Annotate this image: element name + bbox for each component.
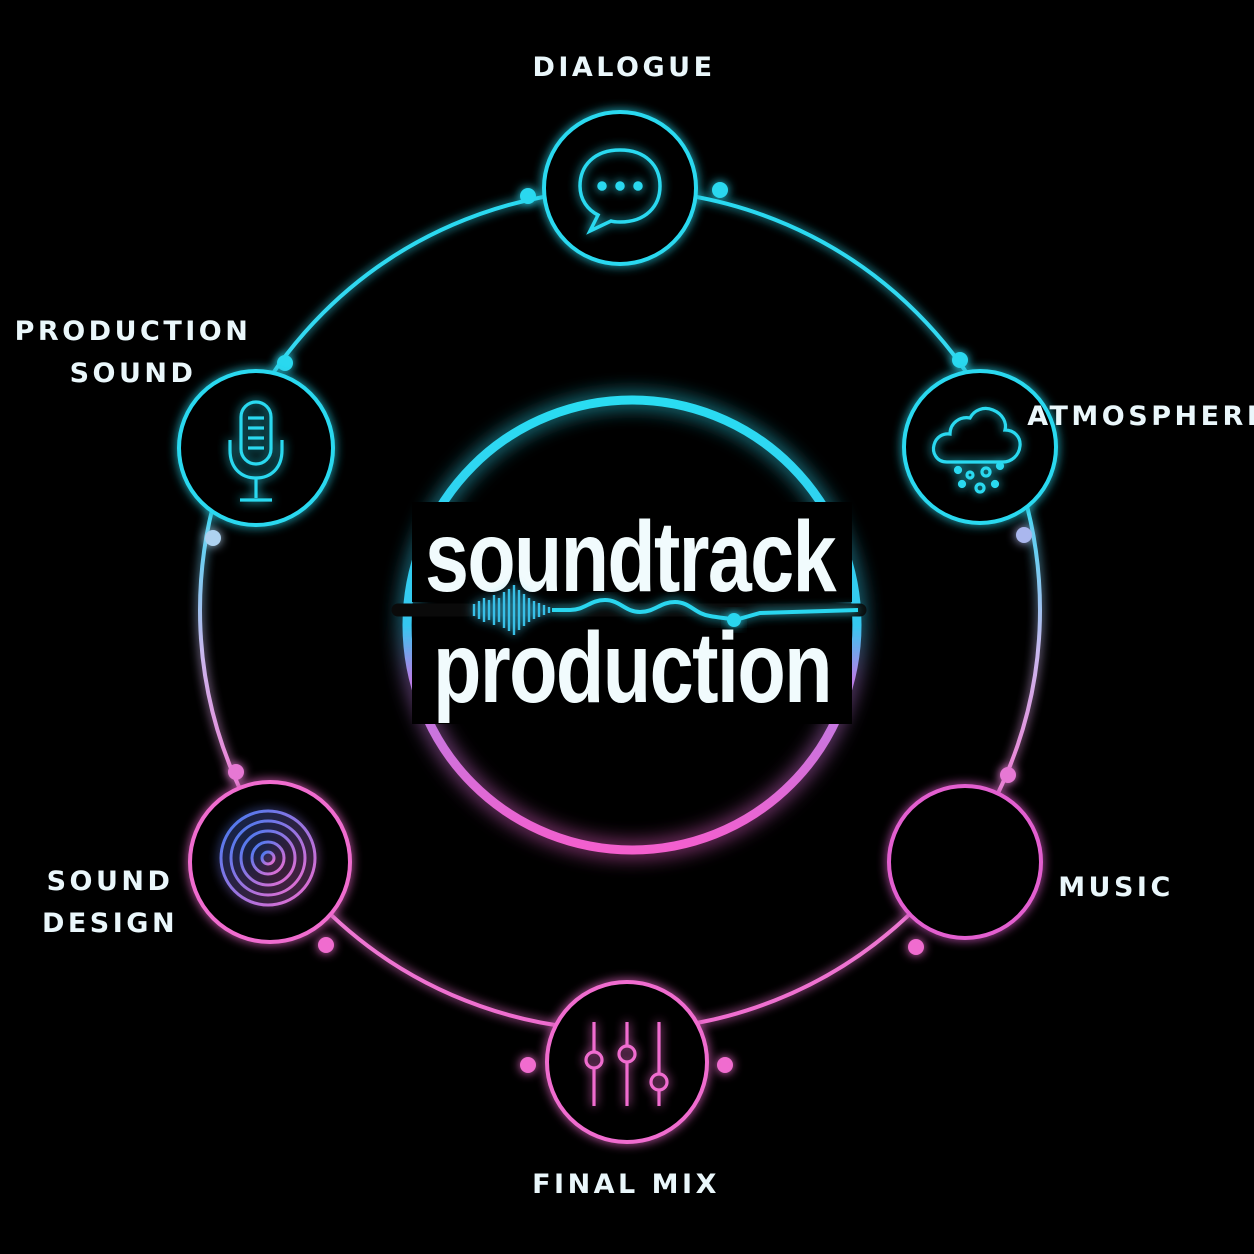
connector-dot bbox=[908, 939, 924, 955]
waveform-icon bbox=[919, 813, 1019, 920]
node-sound-design bbox=[188, 780, 352, 944]
chat-bubble-icon bbox=[578, 148, 662, 235]
microphone-icon bbox=[228, 400, 284, 502]
label-final-mix: FINAL MIX bbox=[532, 1169, 720, 1200]
center-ring bbox=[402, 395, 862, 855]
title-wave-line bbox=[391, 585, 867, 635]
node-production-sound bbox=[177, 369, 335, 527]
label-music: MUSIC bbox=[1058, 872, 1174, 903]
mixer-sliders-icon bbox=[584, 1022, 669, 1106]
connector-dots bbox=[205, 182, 1032, 1073]
title-line2: production bbox=[433, 612, 831, 724]
connector-dot bbox=[1000, 767, 1016, 783]
cloud-rain-icon bbox=[931, 406, 1022, 494]
title-line1: soundtrack bbox=[425, 501, 837, 613]
node-ring bbox=[887, 784, 1043, 940]
label-sound-design-line1: SOUND bbox=[47, 866, 174, 897]
node-dialogue bbox=[542, 110, 698, 266]
label-production-sound-line2: SOUND bbox=[70, 358, 197, 389]
node-ring bbox=[188, 780, 352, 944]
connector-dot bbox=[952, 352, 968, 368]
label-dialogue: DIALOGUE bbox=[532, 52, 715, 83]
title-backdrop-top bbox=[412, 502, 852, 602]
label-atmosphere: ATMOSPHERE bbox=[1027, 401, 1254, 432]
center-title: soundtrack bbox=[391, 501, 867, 724]
connector-dot bbox=[318, 937, 334, 953]
connector-dot bbox=[277, 355, 293, 371]
connector-dot bbox=[712, 182, 728, 198]
connector-dot bbox=[205, 530, 221, 546]
connector-dot bbox=[717, 1057, 733, 1073]
node-final-mix bbox=[545, 980, 709, 1144]
connector-dot bbox=[520, 1057, 536, 1073]
node-ring bbox=[902, 369, 1058, 525]
connector-dot bbox=[520, 188, 536, 204]
title-backdrop-bottom bbox=[412, 614, 852, 724]
connector-dot bbox=[228, 764, 244, 780]
label-sound-design-line2: DESIGN bbox=[42, 908, 178, 939]
node-atmosphere bbox=[902, 369, 1058, 525]
label-production-sound-line1: PRODUCTION bbox=[15, 316, 252, 347]
node-music bbox=[887, 784, 1043, 940]
node-labels: DIALOGUE ATMOSPHERE MUSIC FINAL MIX SOUN… bbox=[15, 52, 1254, 1200]
vinyl-record-icon bbox=[219, 809, 317, 907]
connector-dot bbox=[1016, 527, 1032, 543]
